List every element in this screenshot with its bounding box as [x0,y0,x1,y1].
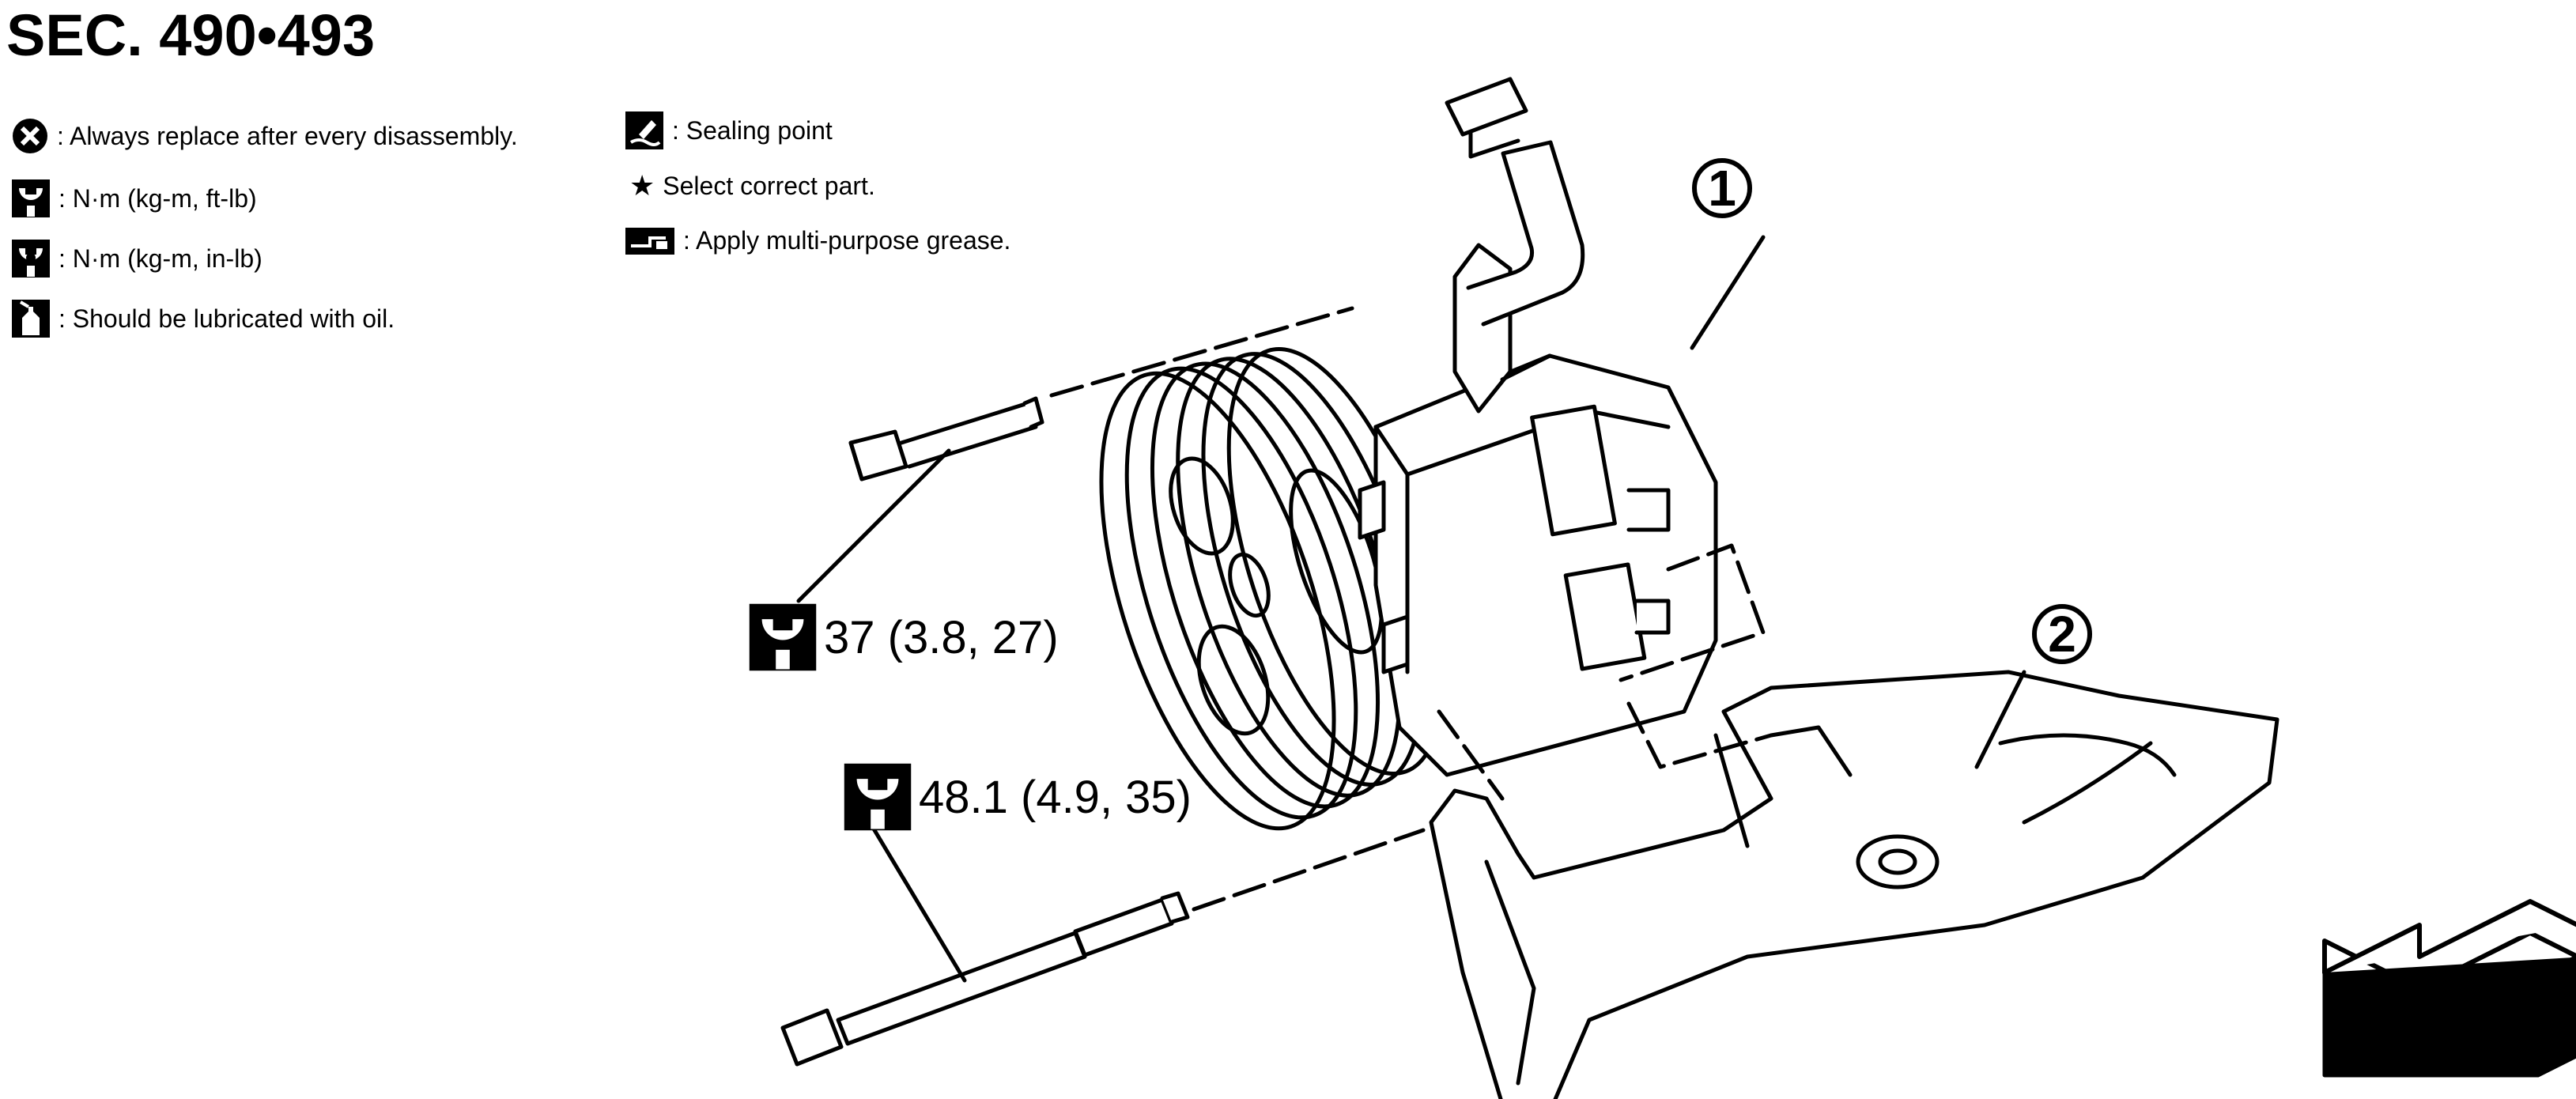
torque-wrench-icon [12,179,50,217]
alignment-line-upper [1618,543,1766,682]
upper-bolt-axis [1049,306,1354,398]
section-title: SEC. 490•493 [6,2,376,68]
grease-icon [625,227,674,255]
leader-line-lower-bolt [867,820,967,983]
lower-bolt-axis [1192,828,1426,912]
mounting-bracket [1429,670,2279,1099]
legend-text: : Always replace after every disassembly… [57,121,518,150]
torque-label-lower-bolt: 48.1 (4.9, 35) [843,762,1192,832]
sealing-point-icon [625,111,663,149]
oil-can-icon [12,300,50,338]
torque-wrench-icon [749,603,817,671]
legend-item-torque-ft-lb: : N·m (kg-m, ft-lb) [11,179,257,218]
legend-item-always-replace: : Always replace after every disassembly… [11,117,518,155]
legend-text: : N·m (kg-m, ft-lb) [59,183,257,213]
callout-2: 2 [2032,604,2092,664]
legend-item-grease: : Apply multi-purpose grease. [625,226,1010,255]
upper-bolt [848,396,1044,482]
legend-item-lubricate-oil: : Should be lubricated with oil. [11,299,395,338]
leader-line-callout-1 [1690,235,1766,350]
oil-pump-body [1358,243,1718,777]
legend-text: : N·m (kg-m, in-lb) [59,244,263,273]
front-direction-arrow-icon [2322,899,2576,1078]
alignment-line-middle [1626,701,1773,769]
torque-wrench-small-icon [12,240,50,278]
alignment-line-lower [1437,709,1505,801]
legend-text: : Sealing point [672,115,833,145]
legend-text: Select correct part. [663,171,875,200]
torque-value: 48.1 (4.9, 35) [919,771,1192,823]
leader-line-upper-bolt [796,448,951,603]
legend-text: : Apply multi-purpose grease. [683,226,1011,255]
suction-pipe [1445,77,1585,327]
callout-1: 1 [1692,158,1752,218]
legend-item-select-part: ★ Select correct part. [629,169,875,202]
legend-item-torque-in-lb: : N·m (kg-m, in-lb) [11,239,263,278]
lower-bolt [780,891,1190,1067]
torque-wrench-icon [844,763,912,831]
leader-line-callout-2 [1974,670,2026,769]
always-replace-icon [13,119,47,153]
star-icon: ★ [629,169,655,202]
legend-item-sealing-point: : Sealing point [625,111,833,150]
torque-label-upper-bolt: 37 (3.8, 27) [748,602,1059,672]
legend-text: : Should be lubricated with oil. [59,304,395,333]
torque-value: 37 (3.8, 27) [824,611,1059,663]
